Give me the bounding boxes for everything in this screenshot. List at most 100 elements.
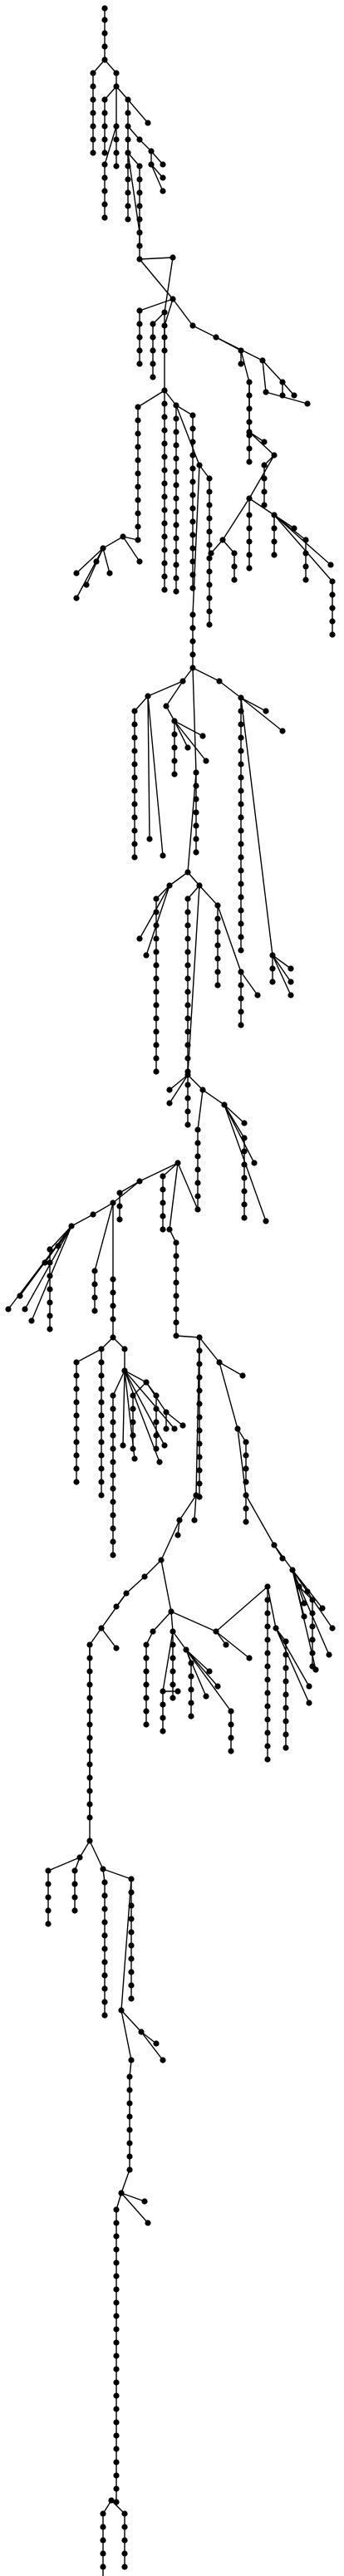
tree-node xyxy=(271,525,278,532)
tree-node xyxy=(160,852,166,859)
tree-node xyxy=(214,915,221,922)
tree-node xyxy=(161,533,168,540)
tree-node xyxy=(203,1693,209,1700)
tree-node xyxy=(101,96,108,103)
tree-node xyxy=(101,56,108,63)
tree-node xyxy=(264,1597,271,1603)
tree-node xyxy=(136,216,143,223)
tree-node xyxy=(113,2339,120,2346)
tree-node xyxy=(110,1406,116,1412)
tree-node xyxy=(273,1625,279,1631)
tree-node xyxy=(283,1665,289,1671)
tree-node xyxy=(170,1641,176,1648)
tree-node xyxy=(206,555,213,562)
tree-edge xyxy=(240,697,273,956)
tree-node xyxy=(184,1055,191,1062)
tree-node xyxy=(113,2206,120,2213)
tree-node xyxy=(246,538,253,545)
tree-node xyxy=(241,1161,248,1168)
tree-node xyxy=(128,2057,135,2063)
tree-node xyxy=(110,1445,116,1452)
tree-node xyxy=(228,1708,234,1715)
tree-edge xyxy=(164,390,177,406)
tree-node xyxy=(136,361,143,367)
tree-node xyxy=(264,1716,271,1723)
tree-node xyxy=(188,1713,194,1720)
tree-node xyxy=(189,322,196,329)
tree-node xyxy=(238,947,244,954)
tree-node xyxy=(113,2366,120,2372)
tree-node xyxy=(110,1499,116,1505)
tree-node xyxy=(264,1676,271,1683)
tree-node xyxy=(264,1623,271,1630)
tree-node xyxy=(101,1906,108,1912)
tree-edge xyxy=(120,2009,132,2061)
tree-node xyxy=(189,439,196,445)
tree-node xyxy=(110,1289,116,1296)
tree-node xyxy=(101,123,108,130)
tree-node xyxy=(184,1072,191,1078)
tree-node xyxy=(264,1730,271,1736)
tree-node xyxy=(241,1214,248,1221)
tree-node xyxy=(193,809,199,816)
tree-node xyxy=(160,161,166,168)
tree-node xyxy=(194,1126,201,1133)
tree-node xyxy=(243,1505,249,1512)
tree-node xyxy=(130,1445,136,1452)
tree-node xyxy=(91,1308,98,1314)
tree-node xyxy=(246,379,253,385)
tree-node xyxy=(98,1465,105,1472)
tree-node xyxy=(91,1281,98,1288)
tree-node xyxy=(90,70,96,76)
tree-node xyxy=(130,1406,136,1412)
tree-node xyxy=(184,1015,191,1022)
tree-node xyxy=(125,136,131,143)
tree-node xyxy=(73,1465,80,1472)
tree-node xyxy=(135,510,141,517)
tree-node xyxy=(86,1721,93,1728)
tree-node xyxy=(171,771,178,778)
tree-node xyxy=(28,1317,35,1324)
tree-node xyxy=(173,575,179,581)
tree-node xyxy=(189,505,196,512)
tree-node xyxy=(241,1135,248,1141)
tree-edge xyxy=(120,2192,145,2202)
tree-node xyxy=(189,465,196,472)
tree-node xyxy=(126,2140,133,2147)
tree-node xyxy=(131,827,138,834)
tree-edge xyxy=(76,547,104,574)
tree-node xyxy=(173,588,179,595)
tree-node xyxy=(86,1708,93,1715)
tree-node xyxy=(264,1690,271,1696)
tree-node xyxy=(131,854,138,861)
tree-node xyxy=(189,638,196,645)
tree-edge xyxy=(76,547,104,599)
tree-node xyxy=(113,2419,120,2426)
tree-node xyxy=(135,457,141,464)
tree-node xyxy=(246,419,253,425)
tree-edge xyxy=(31,1225,72,1322)
tree-node xyxy=(264,1636,271,1643)
tree-node xyxy=(238,969,244,975)
tree-node xyxy=(98,1452,105,1459)
tree-node xyxy=(189,651,196,658)
tree-node xyxy=(206,581,213,588)
tree-node xyxy=(238,748,244,754)
tree-node xyxy=(153,895,160,902)
tree-node xyxy=(194,1206,201,1213)
tree-node xyxy=(45,1881,52,1887)
tree-node xyxy=(121,2537,128,2544)
tree-node xyxy=(264,1663,271,1670)
tree-node xyxy=(170,1655,176,1661)
tree-node xyxy=(241,1120,248,1126)
tree-node xyxy=(128,1889,135,1896)
tree-edge xyxy=(272,954,292,983)
tree-node xyxy=(171,718,178,724)
tree-node xyxy=(47,1259,53,1266)
tree-node xyxy=(241,1188,248,1195)
tree-node xyxy=(153,1445,160,1452)
tree-node xyxy=(113,2286,120,2293)
tree-node xyxy=(203,758,209,764)
tree-node xyxy=(143,952,150,959)
tree-node xyxy=(213,1628,219,1635)
